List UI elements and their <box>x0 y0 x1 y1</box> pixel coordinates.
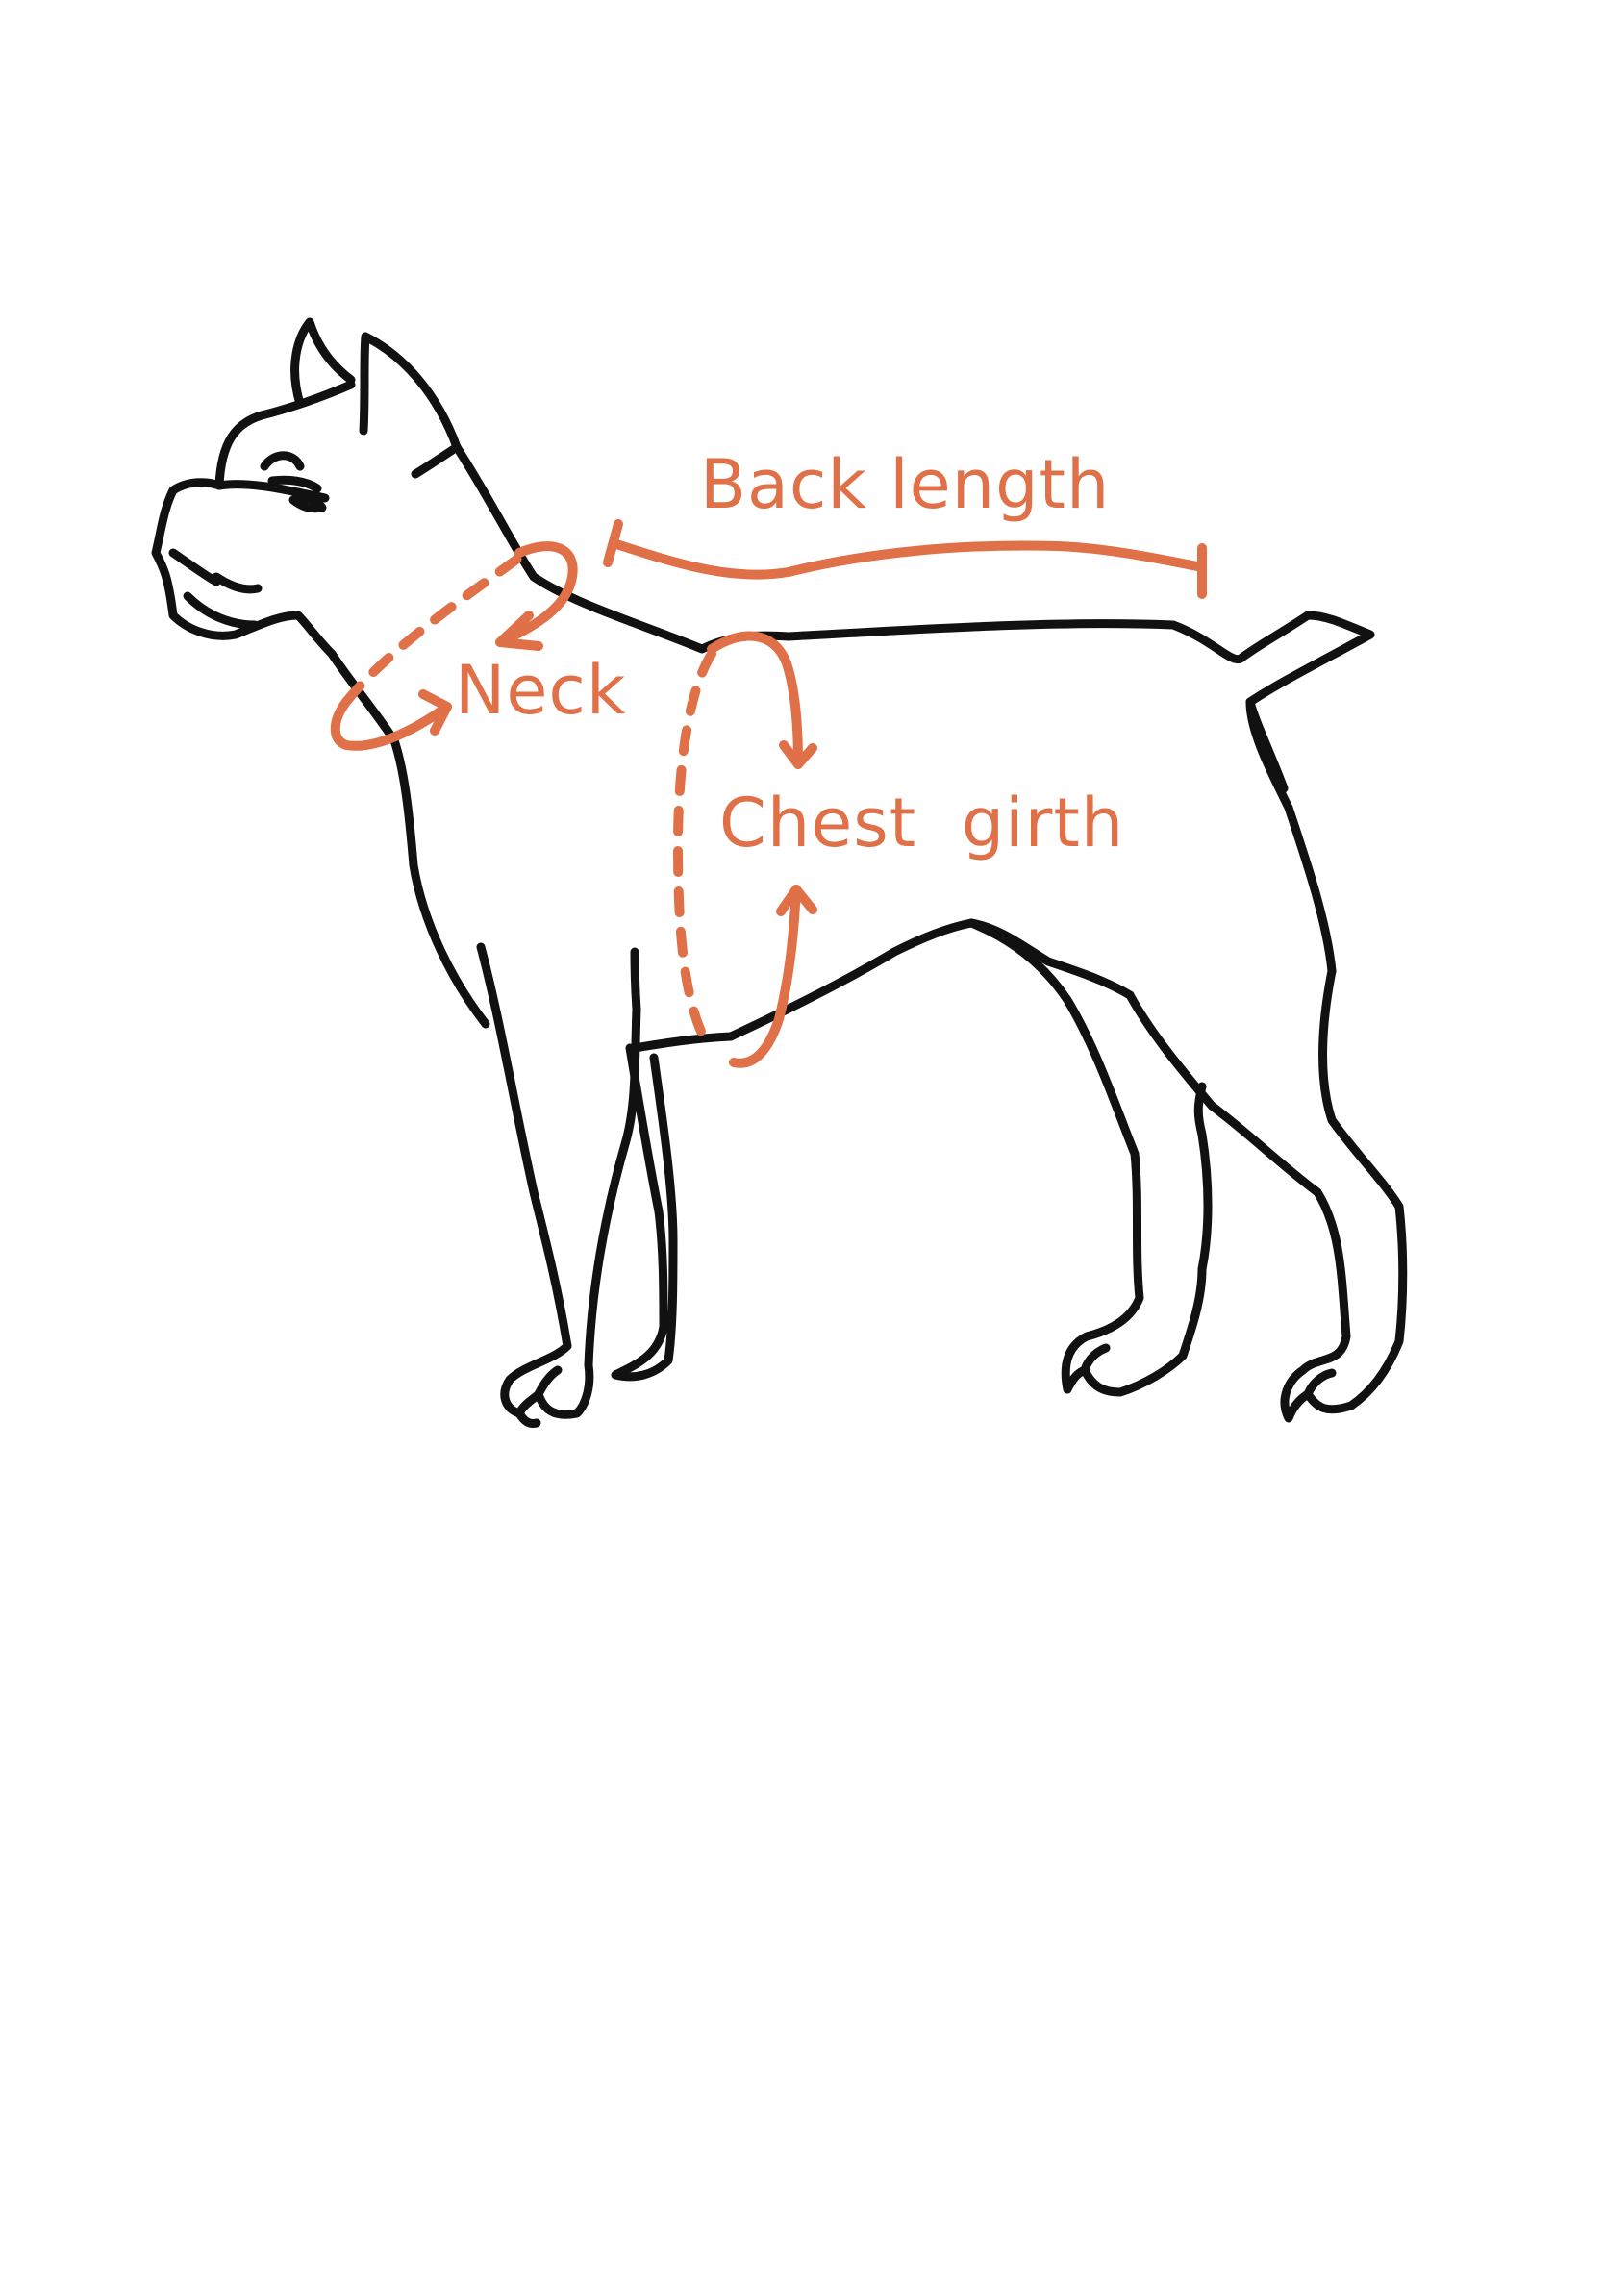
neck-label: Neck <box>455 651 626 730</box>
chest-girth-label: Chest girth <box>719 784 1124 862</box>
dog-belly <box>630 918 1135 1053</box>
back-length-label: Back length <box>700 445 1110 524</box>
dog-outline <box>151 317 1408 1428</box>
dog-jaw <box>183 591 260 630</box>
dog-throat <box>327 649 490 1029</box>
dog-hind-leg-far <box>1125 966 1408 1423</box>
dog-ear-front <box>359 332 462 479</box>
dog-ear-back <box>290 317 356 409</box>
dog-hind-paw-far-toe <box>1303 1368 1337 1399</box>
dog-front-leg-near <box>476 942 641 1419</box>
dog-hind-paw-near-toe <box>1080 1343 1111 1375</box>
back-length-marker <box>603 519 1207 599</box>
dog-tail-underside <box>1245 697 1289 793</box>
dog-nose <box>288 493 327 513</box>
dog-front-leg-far <box>611 1043 678 1382</box>
dog-head <box>151 380 356 659</box>
neck-marker <box>330 541 578 751</box>
dog-neck-back-line <box>452 442 1375 976</box>
dog-mouth <box>168 548 263 594</box>
dog-hind-leg-near <box>966 918 1213 1397</box>
dog-front-paw-toe <box>514 1365 563 1428</box>
dog-eye <box>260 451 322 493</box>
chest-girth-marker <box>672 631 817 1068</box>
